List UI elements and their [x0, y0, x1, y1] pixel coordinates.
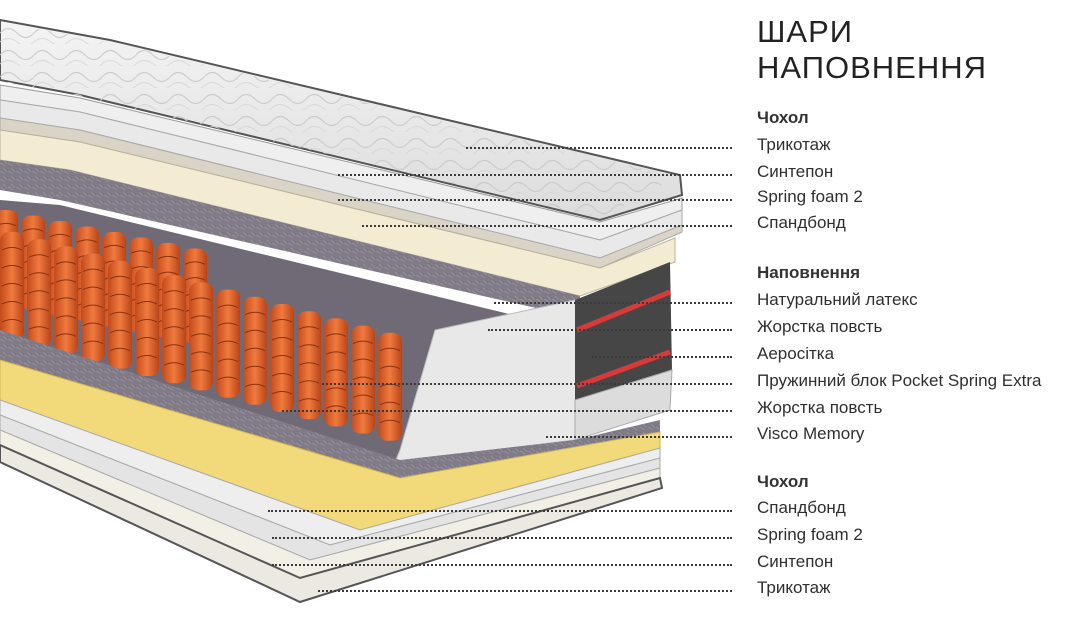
layer-label-synthetic-top: Синтепон [757, 162, 834, 181]
layer-label-knit-top: Трикотаж [757, 135, 831, 154]
top-felt-layer [0, 160, 580, 318]
pocket-spring [324, 318, 348, 427]
pocket-spring [162, 275, 186, 384]
pocket-spring [216, 289, 240, 398]
pocket-spring [108, 260, 132, 369]
section-header-filling: Наповнення [757, 263, 861, 282]
pocket-spring [270, 304, 294, 412]
section-header-cover-top: Чохол [757, 108, 809, 127]
leader-line [282, 410, 732, 412]
leader-line [338, 174, 732, 176]
pocket-spring [0, 232, 24, 340]
latex-layer [0, 129, 676, 297]
layer-label-spring-foam-bottom: Spring foam 2 [757, 525, 863, 544]
pocket-spring [378, 332, 402, 441]
layer-label-spring-foam-top: Spring foam 2 [757, 187, 863, 206]
leader-line [272, 564, 732, 566]
layer-label-latex: Натуральний латекс [757, 290, 918, 309]
layer-label-spunbond-top: Спандбонд [757, 213, 846, 232]
layer-label-synthetic-bottom: Синтепон [757, 552, 834, 571]
pocket-spring [27, 239, 51, 348]
title-line-2: НАПОВНЕННЯ [757, 50, 988, 85]
leader-line [322, 383, 732, 385]
pocket-spring [54, 246, 78, 355]
layer-label-felt-bottom: Жорстка повсть [757, 398, 883, 417]
layer-label-aero-mesh: Аеросітка [757, 344, 835, 363]
leader-line [546, 436, 732, 438]
layer-label-spring-block: Пружинний блок Pocket Spring Extra [757, 371, 1042, 390]
leader-line [272, 537, 732, 539]
leader-line [362, 225, 732, 227]
leader-line [318, 590, 732, 592]
title-line-1: ШАРИ [757, 14, 854, 49]
pocket-spring [297, 311, 321, 420]
leader-line [592, 356, 732, 358]
pocket-springs [0, 210, 402, 441]
pocket-spring [243, 296, 267, 405]
pocket-spring [351, 325, 375, 434]
bottom-cover-knit [0, 443, 664, 604]
pocket-spring [189, 282, 213, 391]
pocket-spring [135, 268, 159, 376]
layer-label-felt-top: Жорстка повсть [757, 317, 883, 336]
leader-line [488, 329, 732, 331]
section-header-cover-bottom: Чохол [757, 472, 809, 491]
pocket-spring [81, 253, 105, 362]
layer-label-spunbond-bottom: Спандбонд [757, 498, 846, 517]
leader-line [338, 199, 732, 201]
layer-label-knit-bottom: Трикотаж [757, 578, 831, 597]
aero-mesh-panel [575, 262, 672, 400]
leader-line [494, 302, 732, 304]
leader-line [268, 510, 732, 512]
page-title: ШАРИ НАПОВНЕННЯ [757, 14, 987, 86]
leader-line [466, 147, 732, 149]
layer-label-visco-memory: Visco Memory [757, 424, 865, 443]
